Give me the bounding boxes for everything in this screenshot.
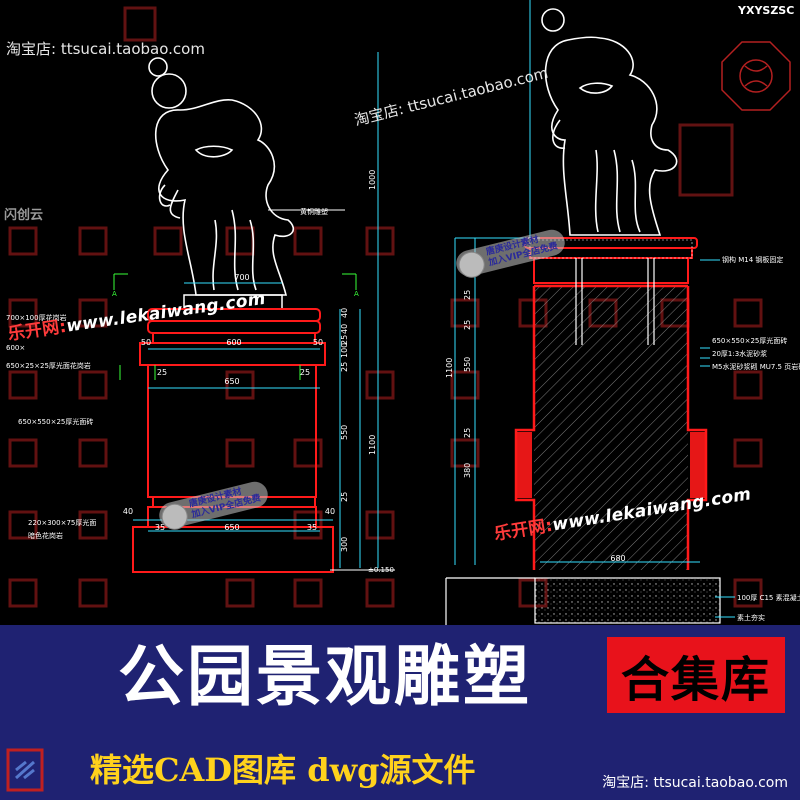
left-note-0: 700×100厚花岗岩 bbox=[6, 313, 67, 322]
right-note-1: 650×550×25厚光面砖 bbox=[712, 336, 787, 345]
collection-tag: 合集库 bbox=[607, 637, 785, 713]
left-dim-8: 35 bbox=[155, 523, 165, 532]
left-note-2: 650×25×25厚光面花岗岩 bbox=[6, 361, 91, 370]
left-note-1: 600× bbox=[6, 344, 25, 352]
section-label-right: A bbox=[354, 290, 359, 298]
left-dim-9: 650 bbox=[224, 523, 239, 532]
collection-tag-label: 合集库 bbox=[620, 652, 771, 708]
main-title: 公园景观雕塑 bbox=[118, 638, 532, 715]
left-dim-0: 700 bbox=[234, 273, 249, 282]
right-vdim-4: 380 bbox=[463, 463, 472, 478]
left-dim-10: 35 bbox=[307, 523, 317, 532]
left-vdim-3: 100 bbox=[340, 343, 349, 358]
left-vdim-5: 550 bbox=[340, 425, 349, 440]
subtitle: 精选CAD图库 dwg源文件 bbox=[90, 751, 476, 789]
section-label-left: A bbox=[112, 290, 117, 298]
right-vdim-2: 550 bbox=[463, 357, 472, 372]
medallion-ornament bbox=[721, 41, 791, 111]
left-vdim-9: 1100 bbox=[368, 435, 377, 455]
left-note-5: 暗色花岗岩 bbox=[28, 531, 63, 540]
left-dim-3: 50 bbox=[313, 338, 323, 347]
shop-watermark-bottom: 淘宝店: ttsucai.taobao.com bbox=[602, 775, 788, 791]
left-dim-1: 50 bbox=[141, 338, 151, 347]
right-section: 680 25 25 550 25 380 1100 钢构 M14 钢板固定 65… bbox=[445, 0, 800, 625]
left-dim-4: 25 bbox=[157, 368, 167, 377]
right-dim-0: 680 bbox=[610, 554, 625, 563]
left-vdim-7: 300 bbox=[340, 537, 349, 552]
shop-watermark-top-left: 淘宝店: ttsucai.taobao.com bbox=[6, 40, 205, 58]
left-dim-7: 40 bbox=[123, 507, 133, 516]
right-vdim-1: 25 bbox=[463, 320, 472, 330]
left-dim-2: 600 bbox=[226, 338, 241, 347]
corner-code: YXYSZSC bbox=[738, 4, 795, 17]
right-vdim-5: 1100 bbox=[445, 358, 454, 378]
right-note-4: 100厚 C15 素混凝土垫层 bbox=[737, 593, 800, 602]
right-note-0: 钢构 M14 钢板固定 bbox=[722, 255, 783, 264]
side-watermark: 闪创云 bbox=[4, 208, 44, 223]
right-note-2: 20厚1:3水泥砂浆 bbox=[712, 349, 767, 358]
left-vdim-1: 40 bbox=[340, 324, 349, 334]
left-vdim-0: 40 bbox=[340, 308, 349, 318]
cad-drawing: 700 50 600 50 25 650 25 40 35 650 35 40 … bbox=[6, 0, 800, 625]
left-note-7: ±0.150 bbox=[368, 566, 394, 574]
left-note-3: 650×550×25厚光面砖 bbox=[18, 417, 93, 426]
left-dim-5: 650 bbox=[224, 377, 239, 386]
left-note-4: 220×300×75厚光面 bbox=[28, 518, 96, 527]
left-vdim-6: 25 bbox=[340, 492, 349, 502]
left-dim-6: 25 bbox=[300, 368, 310, 377]
right-vdim-3: 25 bbox=[463, 428, 472, 438]
right-note-3: M5水泥砂浆砌 MU7.5 页岩砖 bbox=[712, 362, 800, 371]
left-vdim-4: 25 bbox=[340, 362, 349, 372]
left-dim-11: 40 bbox=[325, 507, 335, 516]
right-vdim-0: 25 bbox=[463, 290, 472, 300]
left-vdim-2: 25 bbox=[340, 335, 349, 345]
left-note-6: 黄铜雕塑 bbox=[300, 207, 328, 216]
brand-logo-icon bbox=[6, 748, 44, 792]
left-vdim-8: 1000 bbox=[368, 170, 377, 190]
right-note-5: 素土夯实 bbox=[737, 613, 765, 622]
